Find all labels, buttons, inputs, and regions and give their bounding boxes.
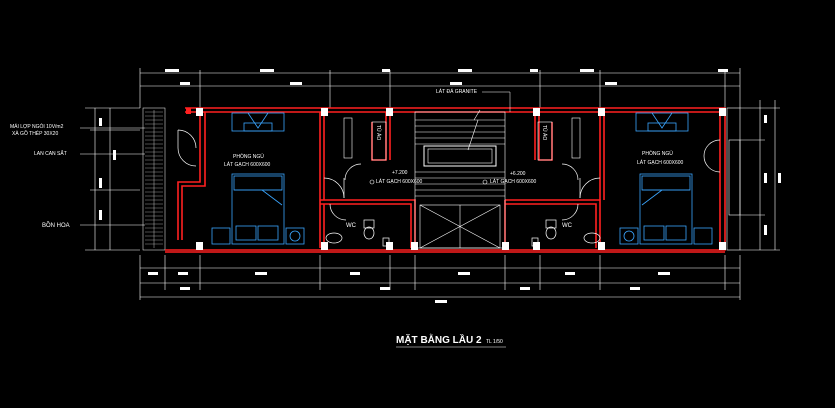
right-hall-floor: LÁT GẠCH 600X600 — [490, 178, 537, 185]
right-bedroom-floor: LÁT GẠCH 600X600 — [637, 159, 684, 166]
right-bedroom-name: PHÒNG NGỦ — [642, 150, 673, 157]
roof-note-2: XÀ GỒ THÉP 30X20 — [12, 130, 58, 137]
right-hall-level: +6.200 — [510, 171, 526, 177]
level-markers — [369, 179, 488, 185]
left-bedroom-furniture — [211, 112, 305, 245]
staircase — [414, 109, 506, 249]
right-wc-label: WC — [562, 223, 573, 229]
bottom-dimensions — [139, 255, 741, 300]
flower-box-label: BỒN HOA — [42, 222, 70, 229]
right-wardrobe-label: TỦ ÁO — [541, 125, 548, 140]
railing-label: LAN CAN SẮT — [34, 149, 67, 157]
left-wc-label: WC — [346, 223, 357, 229]
drawing-title: MẶT BẰNG LẦU 2 — [396, 333, 482, 346]
right-dimension-values — [764, 115, 781, 235]
columns — [186, 108, 726, 250]
top-dimension-values — [165, 69, 728, 85]
wardrobes — [343, 117, 581, 161]
drawing-scale: TL 1/50 — [486, 339, 503, 345]
left-hall-floor: LÁT GẠCH 600X600 — [376, 178, 423, 185]
right-bedroom-furniture — [619, 112, 713, 245]
left-dimensions — [85, 107, 140, 251]
granite-label: LÁT ĐÁ GRANITE — [436, 88, 478, 95]
left-hall-level: +7.200 — [392, 170, 408, 176]
wc-fixtures — [325, 219, 601, 247]
flower-box-hatch — [142, 107, 166, 251]
left-dimension-values — [99, 118, 116, 220]
left-bedroom-floor: LÁT GẠCH 600X600 — [224, 161, 271, 168]
walls — [165, 107, 726, 253]
doors-windows — [177, 129, 721, 221]
roof-note-1: MÁI LỢP NGÓI 10V/m2 — [10, 123, 64, 130]
bottom-dimension-values — [148, 272, 670, 303]
right-balcony — [726, 107, 741, 251]
leader-lines — [80, 91, 511, 226]
top-dimensions — [139, 68, 741, 108]
left-bedroom-name: PHÒNG NGỦ — [233, 153, 264, 160]
right-dimensions — [740, 100, 780, 251]
left-wardrobe-label: TỦ ÁO — [375, 125, 382, 140]
